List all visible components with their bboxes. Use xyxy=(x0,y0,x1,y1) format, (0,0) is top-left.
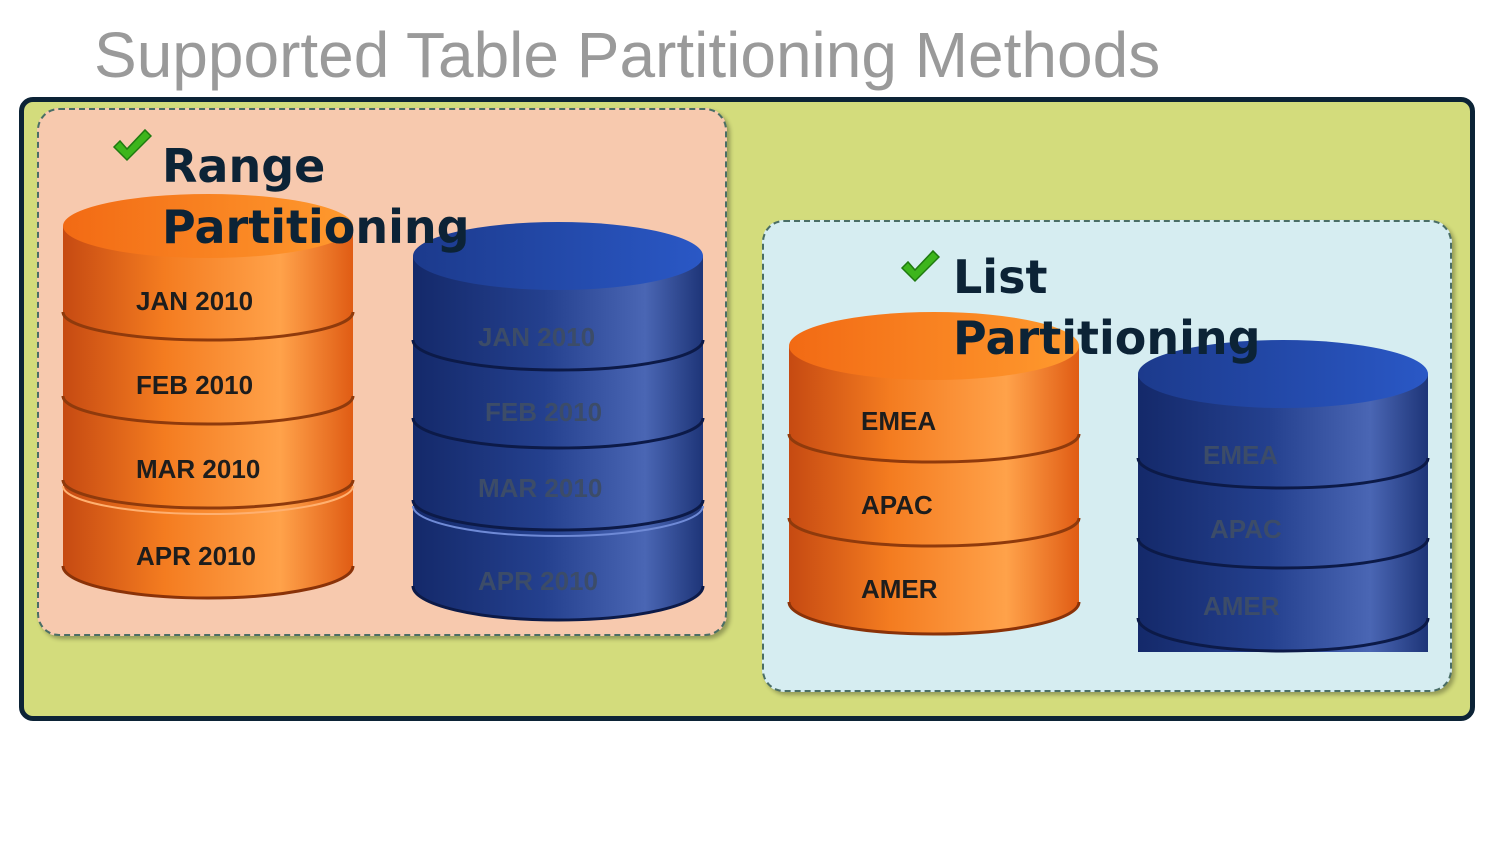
range-orange-segment: APR 2010 xyxy=(136,541,256,571)
list-blue-segment: APAC xyxy=(1210,514,1282,544)
list-blue-cylinder xyxy=(1136,340,1430,653)
list-blue-segment: EMEA xyxy=(1203,440,1279,470)
range-orange-segment: FEB 2010 xyxy=(136,370,254,400)
list-partitioning-title: List Partitioning xyxy=(953,250,1261,365)
page-title: Supported Table Partitioning Methods xyxy=(94,19,1161,91)
range-orange-segment: MAR 2010 xyxy=(136,454,261,484)
range-blue-segment: JAN 2010 xyxy=(478,322,596,352)
list-blue-segment: AMER xyxy=(1203,591,1280,621)
range-blue-segment: FEB 2010 xyxy=(485,397,603,427)
range-partitioning-title: Range Partitioning xyxy=(162,139,470,254)
list-orange-segment: AMER xyxy=(861,574,938,604)
range-blue-segment: MAR 2010 xyxy=(478,473,603,503)
check-icon xyxy=(900,249,940,283)
list-orange-cylinder xyxy=(787,312,1081,636)
range-blue-segment: APR 2010 xyxy=(478,566,598,596)
check-icon xyxy=(112,128,152,162)
range-blue-cylinder xyxy=(411,222,705,622)
range-orange-segment: JAN 2010 xyxy=(136,286,254,316)
list-orange-segment: EMEA xyxy=(861,406,937,436)
range-orange-cylinder xyxy=(61,194,355,600)
list-orange-segment: APAC xyxy=(861,490,933,520)
